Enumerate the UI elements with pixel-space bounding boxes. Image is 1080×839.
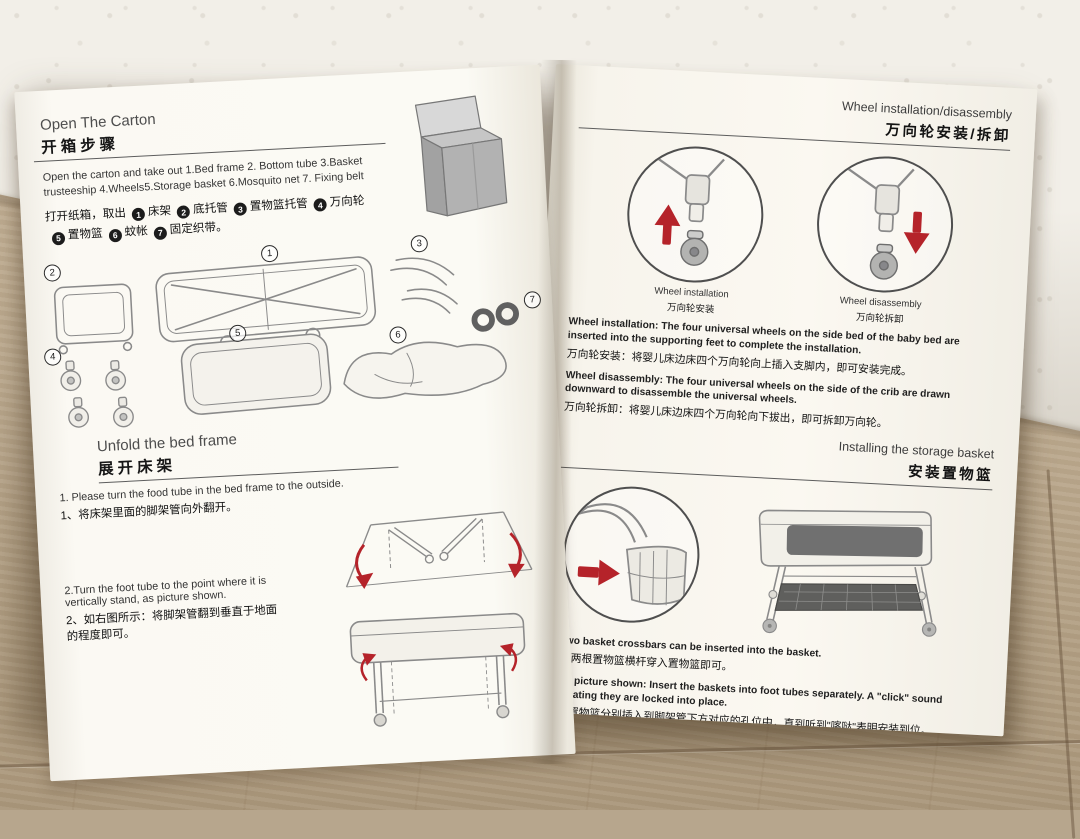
part-label: 固定织带。 bbox=[169, 220, 228, 237]
basket-insert-figure bbox=[553, 483, 710, 627]
wheel-install-figure: Wheel installation 万向轮安装 bbox=[623, 143, 768, 318]
crib-illustration-wrap bbox=[702, 484, 991, 649]
storage-basket-shape bbox=[774, 583, 923, 612]
part-label: 底托管 bbox=[192, 200, 229, 216]
unfold-diagram-top bbox=[345, 511, 533, 590]
unfold-diagram-bottom bbox=[349, 612, 526, 727]
wheel-remove-art bbox=[845, 166, 930, 280]
circled-number: 2 bbox=[176, 205, 191, 220]
wheel-remove-caption-en: Wheel disassembly bbox=[839, 295, 922, 311]
wheel-remove-caption-zh: 万向轮拆卸 bbox=[855, 312, 904, 326]
circled-number: 7 bbox=[153, 226, 168, 241]
circled-number: 5 bbox=[51, 231, 66, 246]
part-label: 床架 bbox=[147, 203, 172, 219]
circled-number: 1 bbox=[131, 207, 146, 222]
parts-line-art bbox=[53, 256, 519, 428]
circled-number: 3 bbox=[233, 202, 248, 217]
circled-number: 4 bbox=[313, 198, 328, 213]
part-label: 置物篮托管 bbox=[249, 196, 309, 213]
wheel-remove-circle bbox=[813, 152, 957, 296]
part-label: 置物篮 bbox=[67, 227, 103, 242]
crib-illustration bbox=[758, 509, 937, 638]
intro-zh-prefix: 打开纸箱，取出 bbox=[44, 206, 127, 224]
unfold-step-2: 2.Turn the foot tube to the point where … bbox=[53, 516, 300, 748]
manual-right-page: Wheel installation/disassembly 万向轮安装/拆卸 bbox=[522, 64, 1038, 737]
wheel-install-circle bbox=[624, 143, 768, 286]
wheel-remove-figure: Wheel disassembly 万向轮拆卸 bbox=[812, 152, 957, 328]
part-label: 万向轮 bbox=[329, 193, 365, 209]
manual-left-page: Open The Carton 开箱步骤 Open the carton and… bbox=[14, 64, 576, 782]
circled-number: 6 bbox=[108, 228, 123, 243]
wheel-install-art bbox=[654, 156, 726, 266]
wheel-install-caption-en: Wheel installation bbox=[654, 285, 730, 301]
wheel-install-caption-zh: 万向轮安装 bbox=[666, 302, 715, 316]
diagram-label-7: 7 bbox=[523, 291, 542, 309]
basket-insert-art bbox=[576, 503, 687, 606]
carton-box-illustration bbox=[414, 95, 508, 217]
parts-diagram: 1 2 3 4 5 6 7 bbox=[39, 225, 542, 434]
basket-insert-circle bbox=[559, 483, 703, 627]
part-label: 蚊帐 bbox=[124, 224, 149, 240]
